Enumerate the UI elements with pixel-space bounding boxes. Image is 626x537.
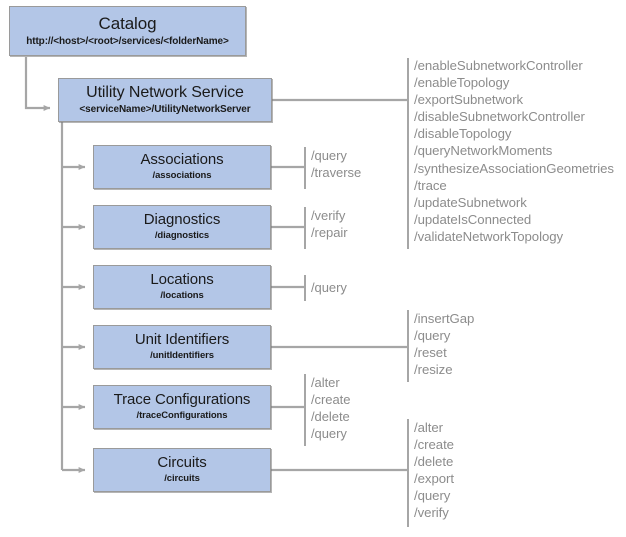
operation-item[interactable]: /delete [311,409,350,424]
operation-item[interactable]: /updateIsConnected [414,211,532,227]
operation-item[interactable]: /trace [414,177,447,193]
operation-item[interactable]: /validateNetworkTopology [414,228,564,244]
operation-item[interactable]: /alter [414,420,444,435]
operation-item[interactable]: /repair [311,225,348,240]
operation-item[interactable]: /query [311,148,347,163]
node-utility-network-service[interactable]: Utility Network Service <serviceName>/Ut… [58,78,272,122]
operation-item[interactable]: /enableSubnetworkController [414,58,583,73]
node-trace-configurations[interactable]: Trace Configurations /traceConfiguration… [93,385,271,429]
operation-item[interactable]: /traverse [311,165,362,180]
operation-item[interactable]: /reset [414,345,447,361]
node-utility-network-service-path: <serviceName>/UtilityNetworkServer [79,104,251,116]
operation-item[interactable]: /query [414,488,451,504]
operation-item[interactable]: /delete [414,454,454,470]
node-associations-title: Associations [140,151,224,169]
operation-item[interactable]: /enableTopology [414,75,510,91]
operation-item[interactable]: /create [414,437,454,453]
node-diagnostics[interactable]: Diagnostics /diagnostics [93,205,271,249]
node-unit-identifiers[interactable]: Unit Identifiers /unitIdentifiers [93,325,271,369]
node-associations-path: /associations [152,170,212,182]
node-locations[interactable]: Locations /locations [93,265,271,309]
node-circuits-title: Circuits [157,454,207,472]
operation-item[interactable]: /synthesizeAssociationGeometries [414,160,614,176]
operation-item[interactable]: /query [414,328,451,344]
operation-item[interactable]: /disableSubnetworkController [414,109,585,125]
operations-list-service[interactable]: /enableSubnetworkController/enableTopolo… [414,57,614,245]
operation-item[interactable]: /create [311,392,351,407]
operations-list-associations[interactable]: /query/traverse [311,147,361,181]
node-unit-identifiers-title: Unit Identifiers [134,331,230,349]
node-diagnostics-title: Diagnostics [143,211,221,229]
operation-item[interactable]: /query [311,280,347,295]
node-trace-configurations-path: /traceConfigurations [136,410,228,422]
operation-item[interactable]: /insertGap [414,311,475,326]
node-catalog-title: Catalog [98,14,157,34]
node-catalog[interactable]: Catalog http://<host>/<root>/services/<f… [9,6,246,56]
operation-item[interactable]: /queryNetworkMoments [414,143,553,159]
node-catalog-path: http://<host>/<root>/services/<folderNam… [26,35,229,47]
operation-item[interactable]: /query [311,426,347,441]
operation-item[interactable]: /updateSubnetwork [414,194,527,210]
operation-item[interactable]: /exportSubnetwork [414,92,524,108]
operations-list-locations[interactable]: /query [311,279,347,296]
operation-item[interactable]: /export [414,471,454,487]
operations-list-diagnostics[interactable]: /verify/repair [311,207,348,241]
node-circuits[interactable]: Circuits /circuits [93,448,271,492]
node-locations-path: /locations [160,290,204,302]
edge-catalog-to-service [24,57,51,111]
operation-item[interactable]: /verify [414,505,449,521]
node-unit-identifiers-path: /unitIdentifiers [150,350,214,362]
operation-item[interactable]: /verify [311,208,346,223]
node-trace-configurations-title: Trace Configurations [113,391,251,409]
node-associations[interactable]: Associations /associations [93,145,271,189]
operation-item[interactable]: /disableTopology [414,126,512,142]
operations-list-trace-configurations[interactable]: /alter/create/delete/query [311,374,350,442]
node-circuits-path: /circuits [164,473,200,485]
node-utility-network-service-title: Utility Network Service [86,83,244,101]
operation-item[interactable]: /resize [414,362,453,378]
operations-list-unit-identifiers[interactable]: /insertGap/query/reset/resize [414,310,474,378]
operations-list-circuits[interactable]: /alter/create/delete/export/query/verify [414,419,454,522]
node-diagnostics-path: /diagnostics [154,230,210,242]
node-locations-title: Locations [150,271,214,289]
operation-item[interactable]: /alter [311,375,340,390]
